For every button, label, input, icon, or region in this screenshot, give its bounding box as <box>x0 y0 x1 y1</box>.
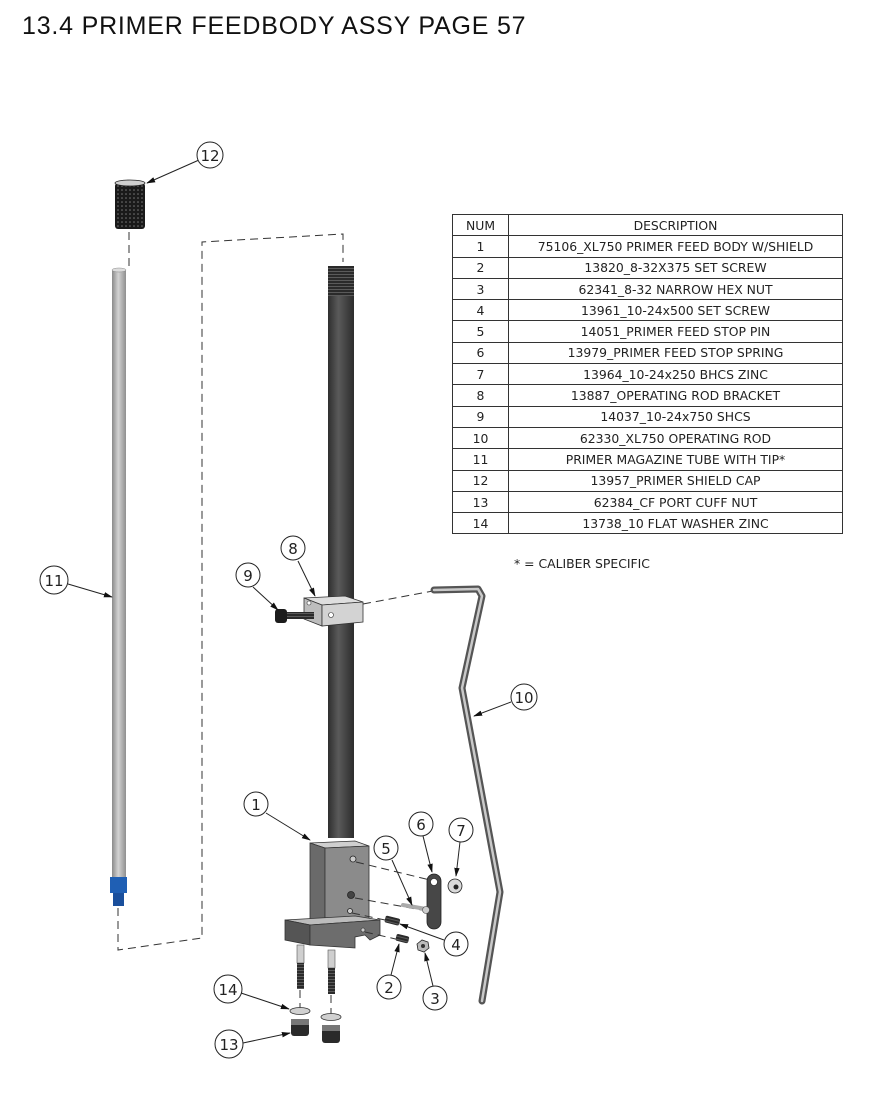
cell-description: 13979_PRIMER FEED STOP SPRING <box>508 341 843 365</box>
svg-text:1: 1 <box>251 796 261 814</box>
caliber-footnote: * = CALIBER SPECIFIC <box>514 556 650 571</box>
cell-description: PRIMER MAGAZINE TUBE WITH TIP* <box>508 448 843 471</box>
column-header-description: DESCRIPTION <box>508 213 843 237</box>
balloon-11: 11 <box>39 565 113 598</box>
cell-description: 13887_OPERATING ROD BRACKET <box>508 384 843 407</box>
cell-num: 10 <box>452 426 509 450</box>
cell-num: 14 <box>452 512 509 535</box>
balloon-1: 1 <box>243 791 311 841</box>
cell-description: 75106_XL750 PRIMER FEED BODY W/SHIELD <box>508 235 843 258</box>
svg-text:11: 11 <box>44 572 63 590</box>
cell-description: 62330_XL750 OPERATING ROD <box>508 426 843 450</box>
cell-num: 5 <box>452 320 509 343</box>
part-10-operating-rod <box>430 585 504 1005</box>
balloon-9: 9 <box>235 562 279 611</box>
cell-num: 9 <box>452 405 509 428</box>
cell-num: 2 <box>452 256 509 279</box>
assembly-line <box>351 912 386 921</box>
balloon-7: 7 <box>448 817 474 877</box>
assembly-line <box>362 590 434 605</box>
part-11-primer-magazine-tube <box>110 267 127 906</box>
cell-num: 12 <box>452 469 509 492</box>
svg-text:6: 6 <box>416 816 426 834</box>
svg-text:2: 2 <box>384 979 394 997</box>
svg-text:12: 12 <box>200 147 219 165</box>
svg-text:8: 8 <box>288 540 298 558</box>
balloon-4: 4 <box>399 923 469 957</box>
column-header-num: NUM <box>452 213 509 237</box>
balloon-6: 6 <box>408 811 434 873</box>
cell-num: 1 <box>452 235 509 258</box>
part-14-flat-washer <box>289 1007 342 1021</box>
part-1-primer-feed-body <box>284 840 381 994</box>
cell-num: 13 <box>452 490 509 514</box>
part-1-feed-body-tube <box>328 266 354 838</box>
assembly-line <box>364 931 401 941</box>
svg-text:3: 3 <box>430 990 440 1008</box>
part-12-primer-shield-cap <box>114 179 146 229</box>
part-9-shcs <box>275 609 314 623</box>
balloon-8: 8 <box>280 535 316 597</box>
cell-description: 13961_10-24x500 SET SCREW <box>508 299 843 322</box>
balloon-12: 12 <box>146 141 224 184</box>
cell-description: 14037_10-24x750 SHCS <box>508 405 843 428</box>
part-2-set-screw <box>395 934 410 944</box>
part-3-hex-nut <box>416 939 430 953</box>
assembly-line <box>117 233 344 951</box>
svg-text:7: 7 <box>456 822 466 840</box>
cell-num: 11 <box>452 448 509 471</box>
cell-description: 13738_10 FLAT WASHER ZINC <box>508 512 843 535</box>
balloon-3: 3 <box>422 952 448 1011</box>
cell-description: 14051_PRIMER FEED STOP PIN <box>508 320 843 343</box>
balloon-14: 14 <box>213 974 290 1010</box>
part-6-primer-feed-stop-spring <box>426 873 442 930</box>
cell-description: 62341_8-32 NARROW HEX NUT <box>508 277 843 301</box>
cell-num: 7 <box>452 363 509 386</box>
part-5-primer-feed-stop-pin <box>401 903 430 914</box>
balloon-10: 10 <box>473 683 538 717</box>
svg-text:5: 5 <box>381 840 391 858</box>
cell-description: 13820_8-32X375 SET SCREW <box>508 256 843 279</box>
svg-text:14: 14 <box>218 981 237 999</box>
part-13-cf-port-cuff-nut <box>291 1019 340 1043</box>
cell-description: 62384_CF PORT CUFF NUT <box>508 490 843 514</box>
svg-text:13: 13 <box>219 1036 238 1054</box>
cell-num: 8 <box>452 384 509 407</box>
balloon-2: 2 <box>376 943 402 1000</box>
svg-text:10: 10 <box>514 689 533 707</box>
cell-num: 6 <box>452 341 509 365</box>
cell-description: 13957_PRIMER SHIELD CAP <box>508 469 843 492</box>
balloon-5: 5 <box>373 835 413 906</box>
cell-num: 4 <box>452 299 509 322</box>
part-4-set-screw <box>384 915 401 926</box>
part-8-operating-rod-bracket <box>303 595 364 627</box>
svg-text:4: 4 <box>451 936 461 954</box>
page-title: 13.4 PRIMER FEEDBODY ASSY PAGE 57 <box>22 12 527 40</box>
cell-num: 3 <box>452 277 509 301</box>
svg-text:9: 9 <box>243 567 253 585</box>
cell-description: 13964_10-24x250 BHCS ZINC <box>508 363 843 386</box>
table-header-row: NUM DESCRIPTION <box>452 213 843 237</box>
part-7-bhcs <box>447 878 463 894</box>
balloon-13: 13 <box>214 1029 291 1059</box>
